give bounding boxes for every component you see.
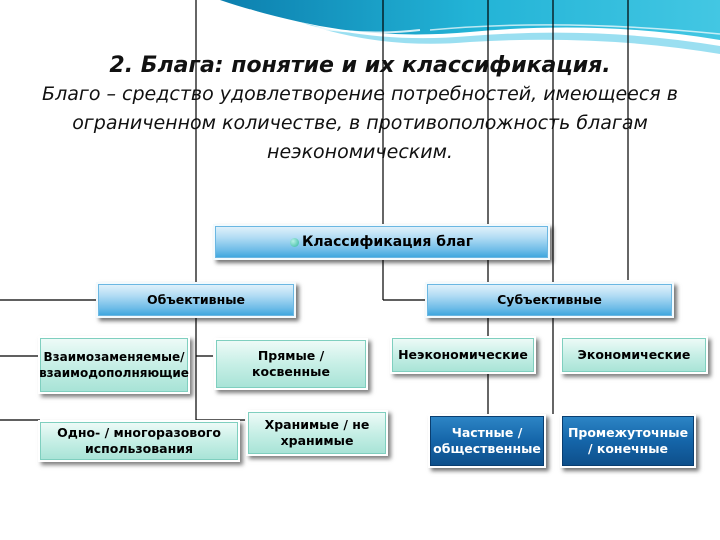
banner-wave — [220, 0, 720, 40]
node-label: Взаимозаменяемые/ взаимодополняющие — [39, 350, 189, 380]
node-label: Неэкономические — [398, 347, 528, 362]
node-label: Одно- / многоразового использования — [57, 425, 221, 456]
node-substitutes: Взаимозаменяемые/ взаимодополняющие — [38, 336, 190, 394]
node-label: Прямые / косвенные — [252, 348, 330, 379]
slide-title-block: 2. Блага: понятие и их классификация. Бл… — [40, 52, 680, 167]
category-subjective: Субъективные — [425, 282, 674, 318]
node-economic: Экономические — [560, 336, 708, 374]
category-objective: Объективные — [96, 282, 296, 318]
banner-stripe — [429, 24, 720, 35]
root-label: Классификация благ — [301, 234, 474, 250]
node-label: Хранимые / не хранимые — [264, 417, 370, 448]
node-label: Экономические — [577, 347, 691, 362]
node-storable: Хранимые / не хранимые — [246, 410, 388, 456]
bullet-icon — [289, 237, 299, 247]
banner-wave-light — [300, 22, 720, 54]
banner-stripe — [249, 9, 421, 34]
definition-text: Благо – средство удовлетворение потребно… — [42, 83, 678, 163]
category-label: Субъективные — [497, 292, 602, 307]
node-intermediate-final: Промежуточные / конечные — [560, 414, 696, 468]
node-private-public: Частные / общественные — [428, 414, 546, 468]
node-noneconomic: Неэкономические — [390, 336, 536, 374]
root-node: Классификация благ — [213, 224, 550, 260]
node-label: Частные / общественные — [433, 425, 541, 456]
node-single-multi: Одно- / многоразового использования — [38, 420, 240, 462]
slide-heading: 2. Блага: понятие и их классификация. — [109, 53, 611, 78]
node-label: Промежуточные / конечные — [567, 425, 689, 456]
node-direct: Прямые / косвенные — [214, 338, 368, 390]
category-label: Объективные — [146, 292, 246, 307]
